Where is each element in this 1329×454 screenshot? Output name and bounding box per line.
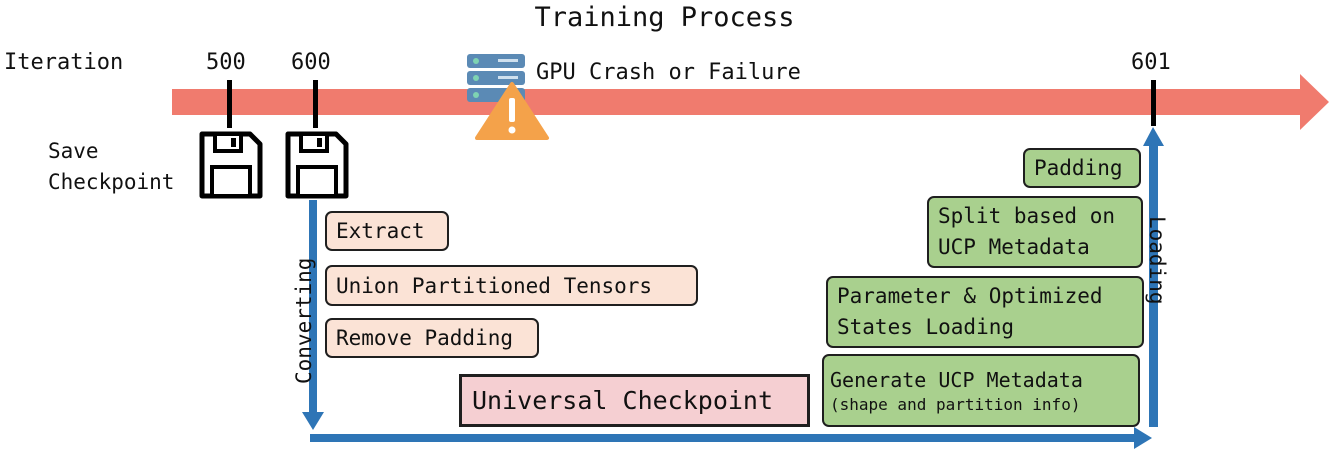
floppy-disk-icon-600 <box>285 131 349 199</box>
warning-icon <box>475 82 549 140</box>
diagram-title: Training Process <box>534 2 795 33</box>
converting-label: Converting <box>292 257 316 384</box>
parameter-loading-step: Parameter & Optimized States Loading <box>826 276 1144 348</box>
generate-step-line-1: Generate UCP Metadata <box>830 367 1083 392</box>
tick-500 <box>227 80 232 128</box>
loading-label: Loading <box>1145 216 1169 305</box>
iteration-label: Iteration <box>4 50 124 75</box>
bottom-flow-arrow <box>310 427 1152 449</box>
floppy-disk-icon-500 <box>199 131 263 199</box>
padding-step: Padding <box>1023 148 1141 188</box>
timeline-arrow <box>172 74 1329 130</box>
universal-checkpoint-box: Universal Checkpoint <box>459 374 810 427</box>
extract-step: Extract <box>325 211 449 251</box>
save-checkpoint-label: Save Checkpoint <box>48 136 174 198</box>
param-step-line-1: Parameter & Optimized <box>837 284 1103 308</box>
tick-601 <box>1151 80 1156 126</box>
iteration-600-label: 600 <box>291 50 331 75</box>
iteration-500-label: 500 <box>206 50 246 75</box>
iteration-601-label: 601 <box>1131 50 1171 75</box>
generate-metadata-step: Generate UCP Metadata (shape and partiti… <box>822 354 1140 427</box>
split-metadata-step: Split based on UCP Metadata <box>927 196 1143 268</box>
save-checkpoint-line-2: Checkpoint <box>48 170 175 194</box>
converting-arrow <box>302 200 324 430</box>
union-tensors-step: Union Partitioned Tensors <box>325 265 698 306</box>
loading-arrow <box>1143 127 1164 427</box>
tick-600 <box>313 80 318 128</box>
split-step-line-1: Split based on <box>938 204 1116 228</box>
split-step-line-2: UCP Metadata <box>938 235 1090 259</box>
save-checkpoint-line-1: Save <box>48 139 99 163</box>
generate-step-line-2: (shape and partition info) <box>830 394 1081 414</box>
remove-padding-step: Remove Padding <box>325 318 539 358</box>
param-step-line-2: States Loading <box>837 315 1015 339</box>
crash-label: GPU Crash or Failure <box>536 60 801 85</box>
